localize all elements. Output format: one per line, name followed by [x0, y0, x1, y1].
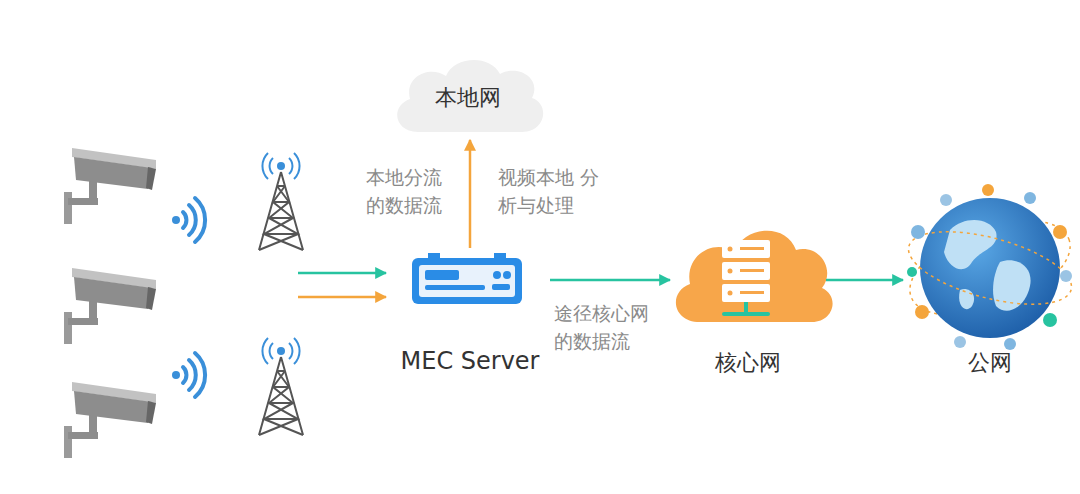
- data-flow-arrow: [550, 279, 670, 282]
- core-network-icon-part: [740, 247, 764, 250]
- core-network-icon-part: [722, 312, 770, 316]
- node-label: MEC Server: [401, 347, 540, 376]
- wifi-signal: [172, 353, 205, 397]
- data-flow-arrow: [826, 279, 903, 282]
- node-label: 公网: [968, 350, 1012, 376]
- core-network-icon-part: [728, 269, 733, 274]
- mec-device-icon-part: [503, 271, 511, 279]
- globe-icon-part: [1053, 225, 1067, 239]
- core-network-icon-part: [728, 247, 733, 252]
- mec-device-icon-part: [425, 270, 459, 280]
- data-arrow: [298, 272, 386, 275]
- core-network-icon-part: [728, 291, 733, 296]
- globe-icon-part: [959, 289, 974, 309]
- core-network-icon-part: [740, 269, 764, 272]
- public-network-node: 公网: [905, 178, 1075, 380]
- incoming-arrows: [298, 273, 386, 297]
- cell-tower: [259, 338, 303, 435]
- data-arrow: [298, 296, 386, 299]
- globe-icon-part: [1060, 270, 1072, 282]
- globe-icon-part: [1043, 313, 1057, 327]
- core-network-icon-part: [722, 262, 770, 280]
- mec-server-node: MEC Server: [392, 250, 548, 380]
- mec-device-icon-part: [425, 285, 485, 290]
- camera-group: [64, 148, 303, 458]
- core-network-icon-part: [676, 231, 833, 322]
- wifi-signal: [172, 198, 205, 242]
- core-network-icon-part: [722, 284, 770, 302]
- core-network-icon-part: [722, 240, 770, 258]
- core-network-icon: [676, 231, 833, 322]
- mec-device-icon-part: [419, 265, 515, 297]
- data-flow-arrow: [469, 140, 472, 248]
- globe-icon-part: [940, 194, 952, 206]
- node-label: 本地网: [435, 85, 501, 111]
- mec-device-icon-part: [492, 284, 510, 290]
- flow-note: 视频本地 分析与处理: [498, 164, 604, 219]
- camera-icon: [64, 268, 156, 344]
- globe-icon-part: [944, 220, 997, 269]
- core-network-icon-part: [740, 291, 764, 294]
- mec-device-icon: [412, 253, 522, 304]
- globe-icon-part: [954, 336, 966, 348]
- edge-label: 途径核心网 的数据流: [554, 300, 660, 355]
- globe-icon-part: [920, 198, 1060, 338]
- local-network-cloud: 本地网: [388, 52, 548, 138]
- globe-icon-part: [1024, 192, 1036, 204]
- mec-device-icon-part: [493, 271, 501, 279]
- globe-icon-part: [982, 184, 994, 196]
- node-label: 核心网: [715, 350, 781, 376]
- flow-note: 本地分流 的数据流: [366, 164, 453, 219]
- cell-tower: [259, 153, 303, 250]
- globe-icon-part: [1004, 338, 1016, 350]
- globe-icon-part: [915, 305, 929, 319]
- camera-icon: [64, 148, 156, 224]
- globe-icon-part: [907, 267, 917, 277]
- core-network-node: 核心网: [672, 212, 824, 380]
- globe-icon-part: [911, 225, 925, 239]
- globe-icon-part: [901, 217, 1079, 318]
- mec-device-icon-part: [412, 258, 522, 304]
- cloud-outline: [397, 60, 543, 132]
- camera-icon: [64, 382, 156, 458]
- globe-icon: [897, 184, 1080, 350]
